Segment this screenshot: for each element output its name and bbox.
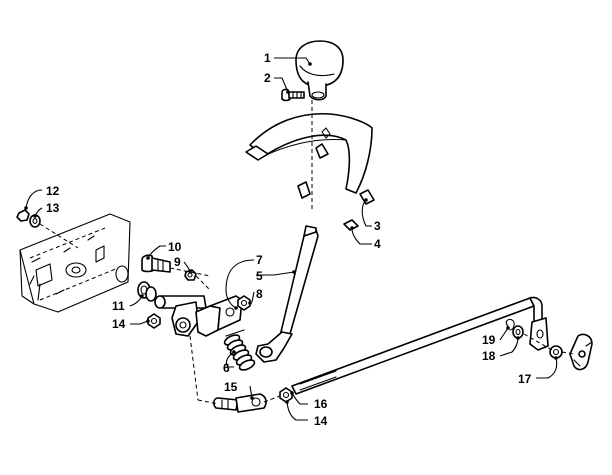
rod-end-15 [213, 393, 267, 413]
washer-11 [137, 281, 157, 302]
pivot-shaft-assembly [154, 295, 243, 337]
callout-14-lower: 14 [314, 414, 328, 428]
callout-7: 7 [256, 253, 263, 267]
callout-labels: 1 2 3 4 7 5 8 6 10 9 11 14 12 13 15 16 1… [46, 51, 532, 428]
shift-cover [245, 100, 375, 210]
callout-1: 1 [264, 51, 271, 65]
callout-9: 9 [174, 255, 181, 269]
callout-12: 12 [46, 184, 60, 198]
knob-bolt [281, 88, 305, 102]
callout-18: 18 [482, 349, 496, 363]
shoulder-bolt-10 [141, 254, 171, 273]
callout-10: 10 [168, 240, 182, 254]
clevis-17 [549, 333, 593, 371]
washer-19 [505, 318, 515, 331]
callout-14-upper: 14 [112, 317, 126, 331]
shift-lever [255, 225, 319, 363]
callout-3: 3 [374, 219, 381, 233]
clip-4 [343, 219, 359, 231]
callout-4: 4 [374, 237, 381, 251]
callout-5: 5 [256, 269, 263, 283]
nut-14-upper [147, 313, 161, 329]
callout-11: 11 [112, 299, 125, 313]
callout-15: 15 [224, 380, 238, 394]
callout-17: 17 [518, 372, 532, 386]
frame-section [19, 213, 131, 313]
callout-19: 19 [482, 333, 496, 347]
callout-2: 2 [264, 71, 271, 85]
callout-8: 8 [256, 287, 263, 301]
bolt-and-washer-12-13 [16, 209, 79, 249]
callout-leaders [24, 57, 558, 421]
callout-16: 16 [314, 397, 328, 411]
shift-knob [295, 40, 344, 101]
assembly-lines [169, 267, 575, 405]
callout-13: 13 [46, 201, 60, 215]
spring-6 [223, 329, 256, 371]
shift-rod [291, 296, 549, 395]
nut-8 [237, 295, 251, 311]
callout-6: 6 [223, 361, 230, 375]
nut-14-lower [279, 387, 293, 403]
